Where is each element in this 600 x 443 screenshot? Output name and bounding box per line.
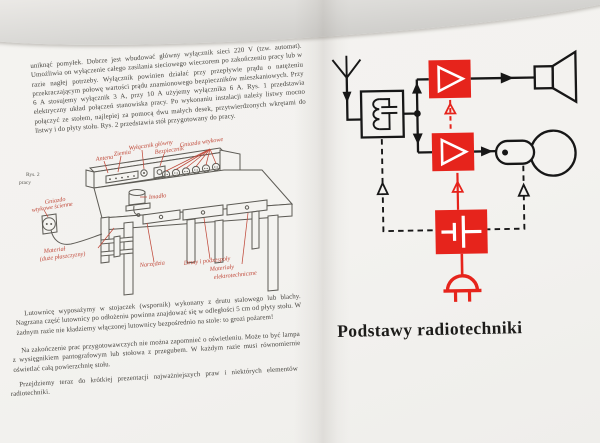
paragraph-1: uniknąć pomyłek. Dobrze jest wbudować gł… <box>30 42 307 135</box>
label-materialy-1: Materiały <box>208 263 234 273</box>
radio-block-diagram <box>331 49 578 302</box>
label-antena: Antena <box>94 154 113 164</box>
label-druty: Druty i podzespoły <box>182 255 230 267</box>
label-gniazdo-scienne-1: Gniazdo <box>44 196 66 206</box>
tuned-circuit-block <box>359 89 405 139</box>
earphone-icon <box>494 129 577 177</box>
power-cable <box>50 229 103 245</box>
speaker-icon <box>533 49 578 104</box>
drawer-left <box>142 209 181 225</box>
hf-amplifier-block <box>428 59 472 99</box>
power-feed-dashed-left <box>376 139 436 233</box>
power-supply-block <box>435 209 488 255</box>
main-switch-knob <box>140 169 148 177</box>
label-narzedzia: Narzędzia <box>138 259 165 269</box>
label-gniazda-wtykowe: Gniazda wtykowe <box>179 136 224 149</box>
terminal-strip <box>105 170 139 184</box>
label-imadlo: Imadło <box>147 192 166 201</box>
antenna-icon <box>331 55 362 121</box>
book-gutter-shadow <box>294 0 350 443</box>
earphone-line <box>474 146 497 157</box>
drawer-middle <box>182 204 224 221</box>
chapter-title: Podstawy radiotechniki <box>337 317 523 341</box>
figure-caption-line2: pracy <box>19 180 31 186</box>
label-bezpiecznik: Bezpiecznik <box>154 145 184 156</box>
figure-caption: Rys. 2 pracy <box>19 172 40 186</box>
workbench-figure: Rys. 2 pracy <box>19 136 294 296</box>
wall-socket-icon <box>41 213 58 235</box>
leader-lines <box>43 148 249 265</box>
fuse-box <box>153 165 166 179</box>
mains-plug-icon <box>443 253 482 302</box>
vise-icon <box>125 189 151 217</box>
figure-caption-line1: Rys. 2 <box>26 172 40 178</box>
power-feed-dashed-right <box>487 165 531 231</box>
label-ziemia: Ziemia <box>113 149 131 158</box>
label-material-1: Materiał <box>42 245 66 255</box>
speaker-line <box>470 72 535 84</box>
power-feed-red-line <box>451 172 465 210</box>
signal-bus <box>403 78 433 154</box>
label-materialy-2: elektrotechniczne <box>213 269 257 280</box>
table-legs <box>100 210 279 296</box>
interstage-dashed-line <box>443 99 457 131</box>
af-amplifier-block <box>431 132 475 172</box>
